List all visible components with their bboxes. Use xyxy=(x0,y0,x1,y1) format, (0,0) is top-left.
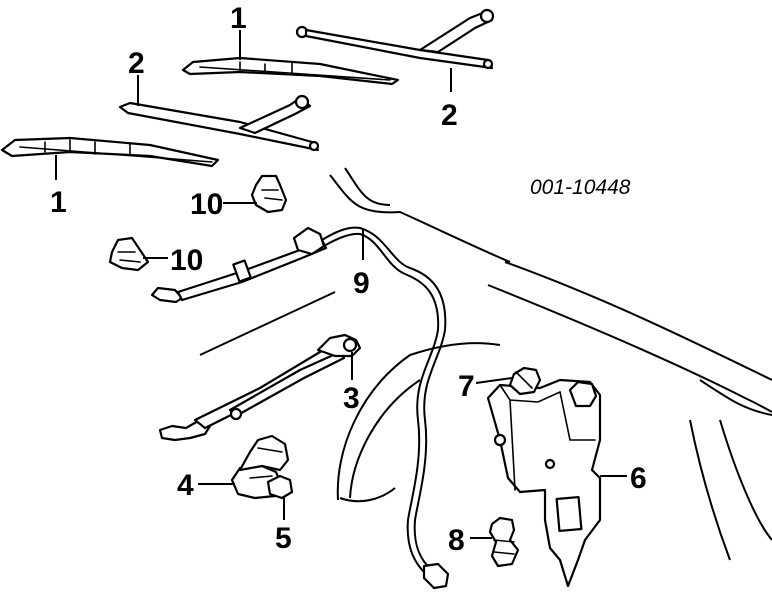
washer-hose xyxy=(150,226,450,590)
callout-1-upper: 1 xyxy=(230,2,247,35)
wiper-arm-lower xyxy=(118,94,320,152)
vehicle-body-outline xyxy=(199,167,772,561)
wiper-blade-upper xyxy=(181,56,400,86)
diagram-code: 001-10448 xyxy=(530,176,631,199)
callout-10-upper: 10 xyxy=(190,188,223,221)
callout-8: 8 xyxy=(448,524,465,557)
washer-pump xyxy=(488,516,520,568)
callout-7: 7 xyxy=(458,370,475,403)
callout-4: 4 xyxy=(177,469,194,502)
callout-5: 5 xyxy=(275,522,292,555)
callout-3: 3 xyxy=(343,382,360,415)
retainer-clip-upper xyxy=(250,174,288,214)
callout-2-upper-right: 2 xyxy=(441,99,458,132)
motor-connector xyxy=(266,474,294,500)
callout-2-upper-left: 2 xyxy=(128,47,145,80)
wiper-blade-lower xyxy=(0,136,220,168)
callout-10-lower: 10 xyxy=(170,244,203,277)
wiper-arm-upper xyxy=(295,8,495,70)
reservoir-cap xyxy=(508,366,542,396)
retainer-clip-lower xyxy=(108,236,150,272)
callout-9: 9 xyxy=(353,267,370,300)
wiper-linkage xyxy=(158,333,362,442)
washer-reservoir xyxy=(486,378,602,588)
leader-lines xyxy=(55,30,627,539)
callout-6: 6 xyxy=(630,462,647,495)
callout-1-lower: 1 xyxy=(50,186,67,219)
